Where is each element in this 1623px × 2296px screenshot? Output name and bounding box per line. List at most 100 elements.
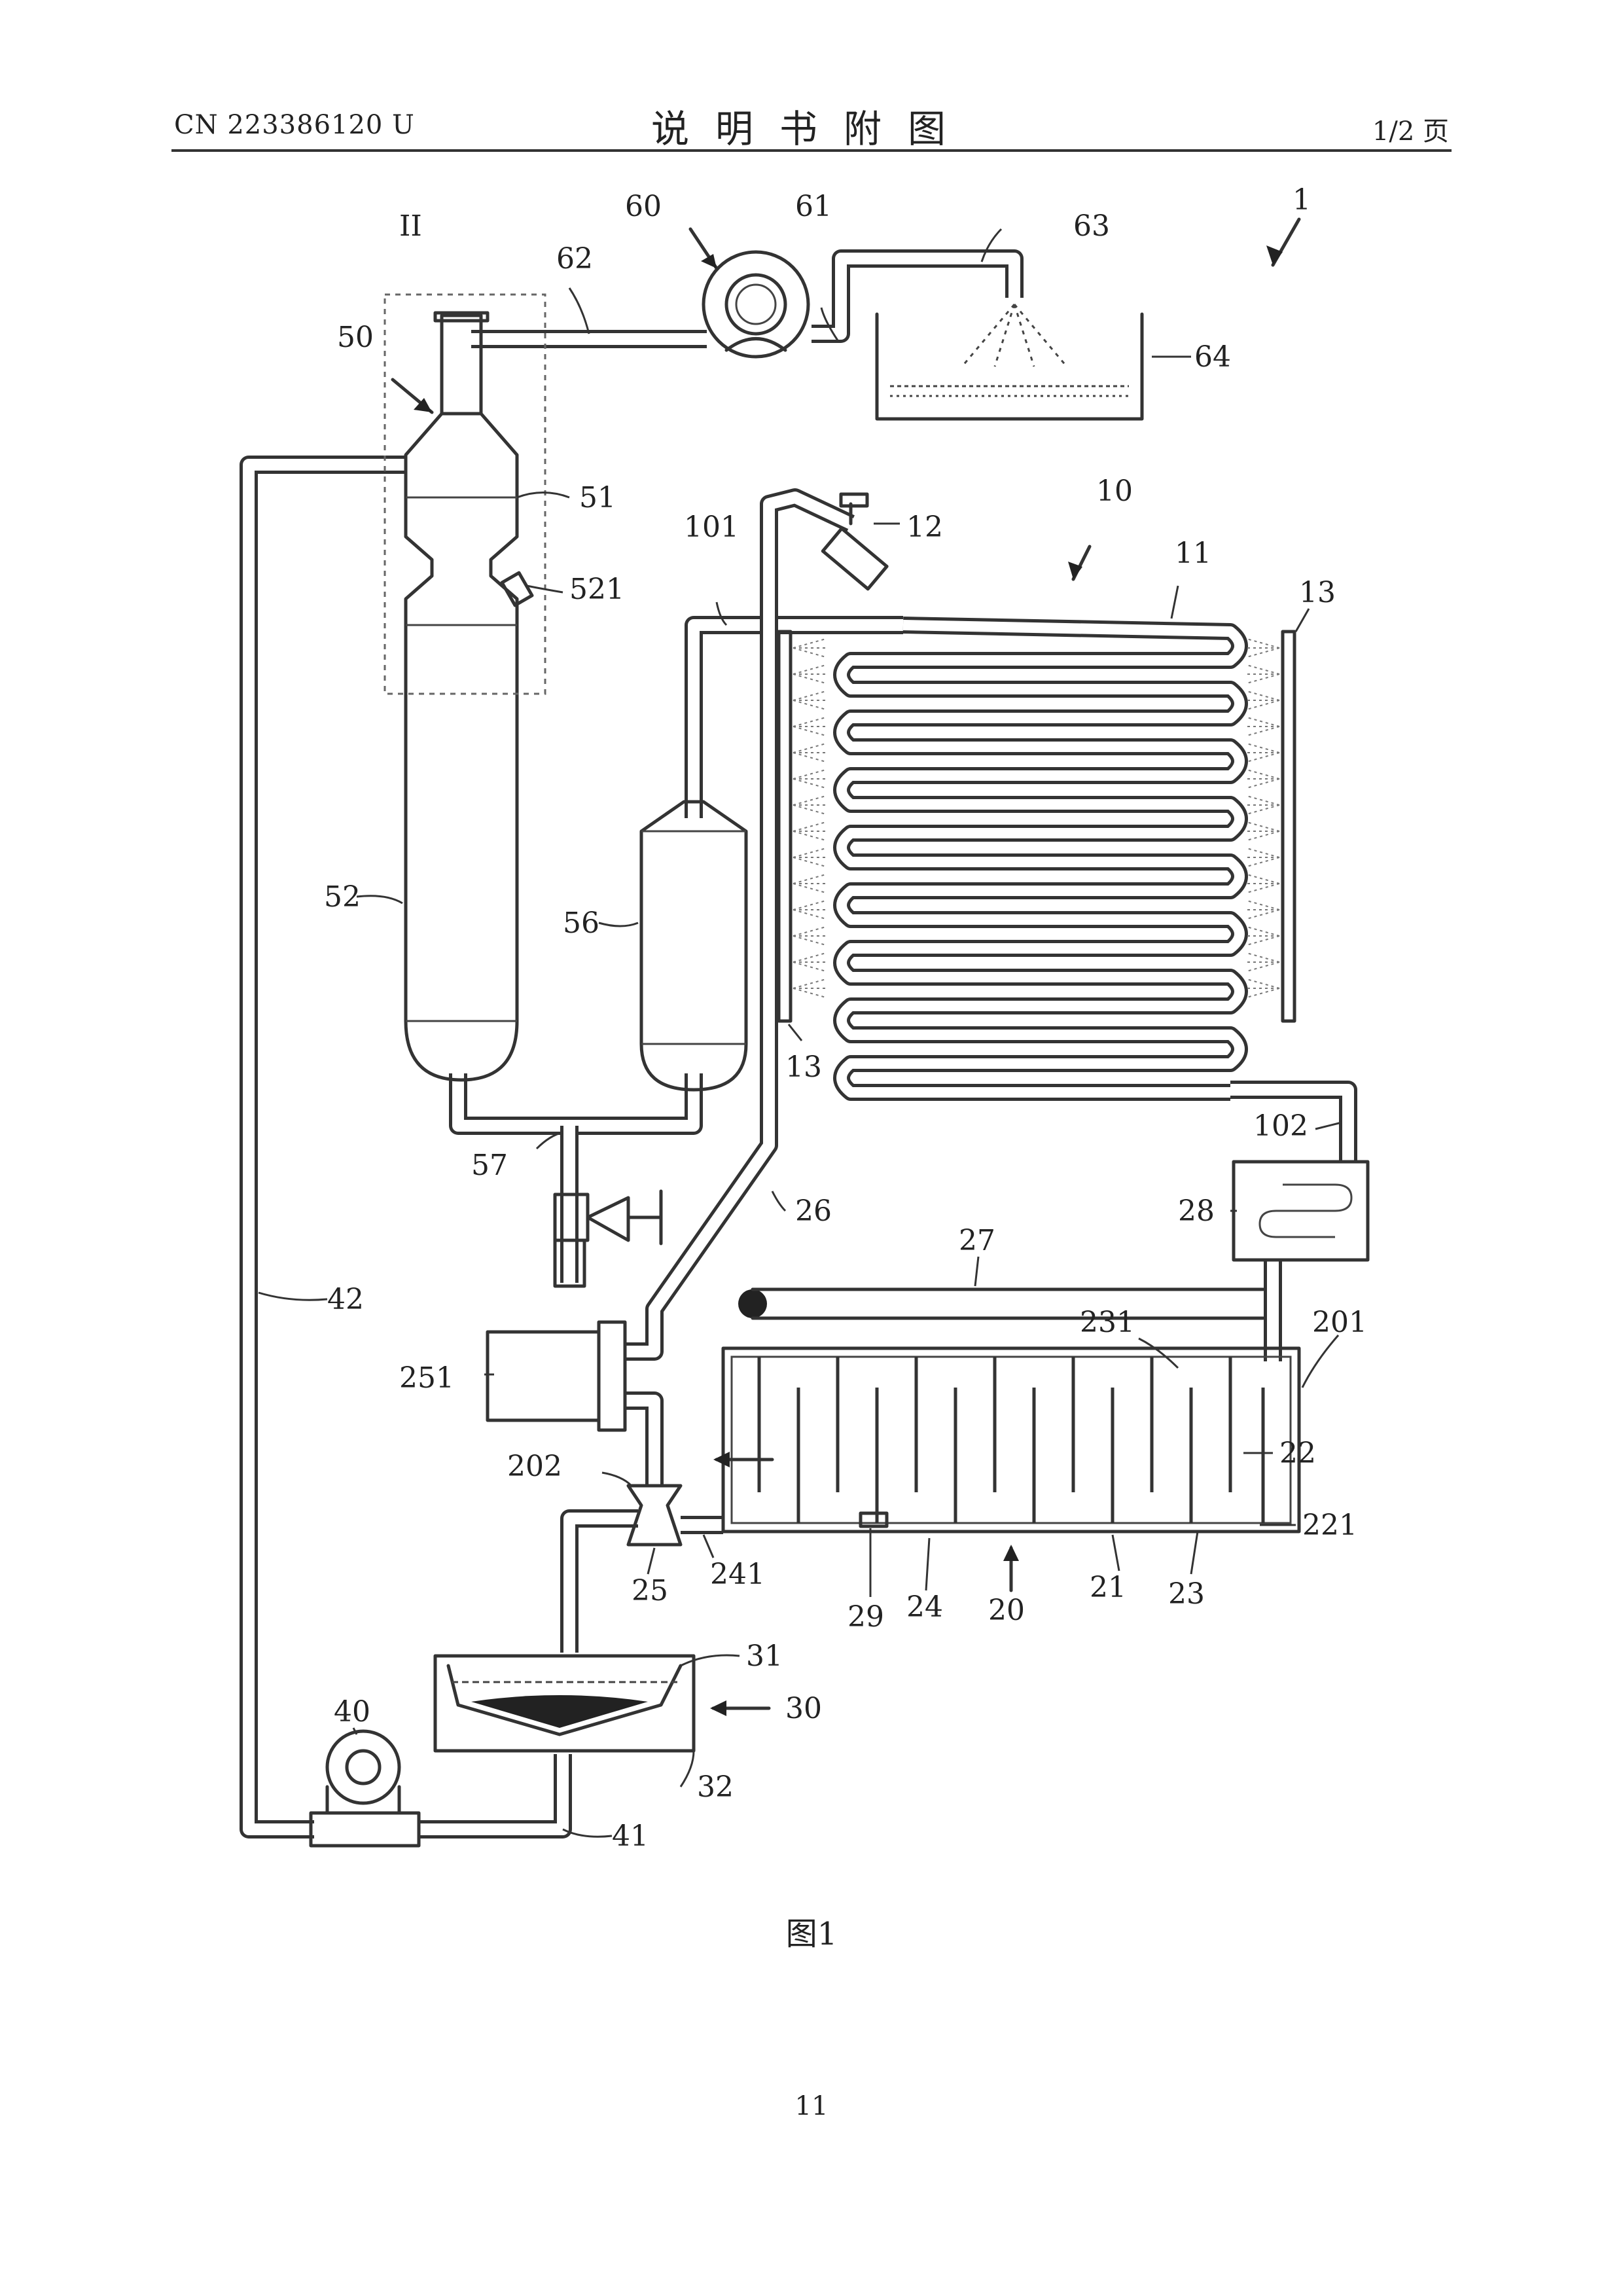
label-521: 521 <box>569 573 624 606</box>
spray-line-left <box>793 700 826 709</box>
spray-line-left <box>793 753 826 762</box>
label-1: 1 <box>1293 183 1311 217</box>
spray-line-left <box>793 936 826 945</box>
label-29: 29 <box>847 1600 884 1634</box>
spray-line-right <box>1247 744 1279 753</box>
label-31: 31 <box>746 1640 783 1673</box>
label-61: 61 <box>795 190 832 223</box>
spray-line-right <box>1247 901 1279 910</box>
spray-line-right <box>1247 884 1279 893</box>
spray-line-right <box>1247 648 1279 657</box>
spray-line-left <box>793 988 826 997</box>
label-26: 26 <box>795 1194 832 1228</box>
label-40: 40 <box>334 1695 370 1729</box>
spray-line-right <box>1247 796 1279 805</box>
label-30: 30 <box>785 1692 822 1725</box>
label-52: 52 <box>324 880 361 914</box>
label-101: 101 <box>684 511 739 544</box>
label-56: 56 <box>563 906 599 940</box>
spray-line-right <box>1247 753 1279 762</box>
label-41: 41 <box>612 1820 649 1853</box>
label-50: 50 <box>337 321 374 354</box>
spray-line-right <box>1247 979 1279 988</box>
spray-line-right <box>1247 674 1279 683</box>
spray-line-right <box>1247 822 1279 831</box>
label-20: 20 <box>988 1594 1025 1627</box>
label-11: 11 <box>1175 537 1211 570</box>
label-13-right: 13 <box>1299 576 1336 609</box>
label-63: 63 <box>1073 209 1110 243</box>
heat-exchanger-28 <box>1234 1162 1368 1260</box>
spray-line-left <box>793 822 826 831</box>
label-221: 221 <box>1302 1509 1357 1542</box>
spray-line-right <box>1247 910 1279 919</box>
spray-line-left <box>793 857 826 867</box>
spray-line-right <box>1247 874 1279 884</box>
spray-line-left <box>793 884 826 893</box>
label-42: 42 <box>327 1283 364 1316</box>
spray-line-right <box>1247 700 1279 709</box>
spray-line-left <box>793 717 826 726</box>
spray-line-left <box>793 770 826 779</box>
blower-61 <box>704 252 808 357</box>
detail-marker: II <box>399 209 422 243</box>
spray-line-left <box>793 927 826 936</box>
spray-line-left <box>793 962 826 971</box>
spray-line-right <box>1247 717 1279 726</box>
spray-line-left <box>793 744 826 753</box>
spray-line-right <box>1247 988 1279 997</box>
label-28: 28 <box>1178 1194 1215 1228</box>
label-25: 25 <box>632 1574 668 1607</box>
spray-line-right <box>1247 848 1279 857</box>
spray-line-right <box>1247 665 1279 674</box>
label-201: 201 <box>1312 1306 1367 1339</box>
label-64: 64 <box>1194 340 1231 374</box>
figure-caption: 图1 <box>0 1908 1623 1954</box>
spray-line-left <box>793 953 826 962</box>
spray-line-left <box>793 665 826 674</box>
label-62: 62 <box>556 242 593 276</box>
label-27: 27 <box>959 1224 995 1257</box>
label-22: 22 <box>1279 1437 1316 1470</box>
settling-tank-30 <box>435 1656 694 1751</box>
spray-line-right <box>1247 953 1279 962</box>
filter-251 <box>488 1322 625 1430</box>
spray-line-left <box>793 796 826 805</box>
label-13-left: 13 <box>785 1050 822 1084</box>
spray-line-left <box>793 979 826 988</box>
spray-line-right <box>1247 936 1279 945</box>
spray-line-left <box>793 831 826 840</box>
label-32: 32 <box>697 1770 734 1804</box>
spray-line-left <box>793 910 826 919</box>
label-60: 60 <box>625 190 662 223</box>
spray-line-right <box>1247 779 1279 788</box>
spray-line-left <box>793 674 826 683</box>
label-12: 12 <box>906 511 943 544</box>
spray-line-left <box>793 805 826 814</box>
spray-line-left <box>793 874 826 884</box>
conveyor-27 <box>738 1289 1263 1318</box>
vessel-56 <box>641 802 746 1090</box>
label-202: 202 <box>507 1450 562 1483</box>
label-102: 102 <box>1253 1109 1308 1143</box>
label-241: 241 <box>710 1558 765 1591</box>
label-10: 10 <box>1096 475 1133 508</box>
condenser-coil-11 <box>793 625 1279 1092</box>
label-21: 21 <box>1090 1571 1126 1604</box>
spray-tank-64 <box>877 304 1142 419</box>
spray-line-right <box>1247 927 1279 936</box>
spray-line-right <box>1247 831 1279 840</box>
spray-line-right <box>1247 726 1279 736</box>
label-231: 231 <box>1080 1306 1135 1339</box>
spray-line-right <box>1247 770 1279 779</box>
label-24: 24 <box>906 1590 943 1624</box>
spray-line-right <box>1247 857 1279 867</box>
baffle-tank-20 <box>723 1348 1299 1532</box>
pump-40 <box>311 1731 419 1846</box>
label-251: 251 <box>399 1361 454 1395</box>
spray-line-right <box>1247 639 1279 648</box>
label-57: 57 <box>471 1149 508 1182</box>
label-51: 51 <box>579 481 616 514</box>
spray-line-left <box>793 726 826 736</box>
spray-line-left <box>793 648 826 657</box>
